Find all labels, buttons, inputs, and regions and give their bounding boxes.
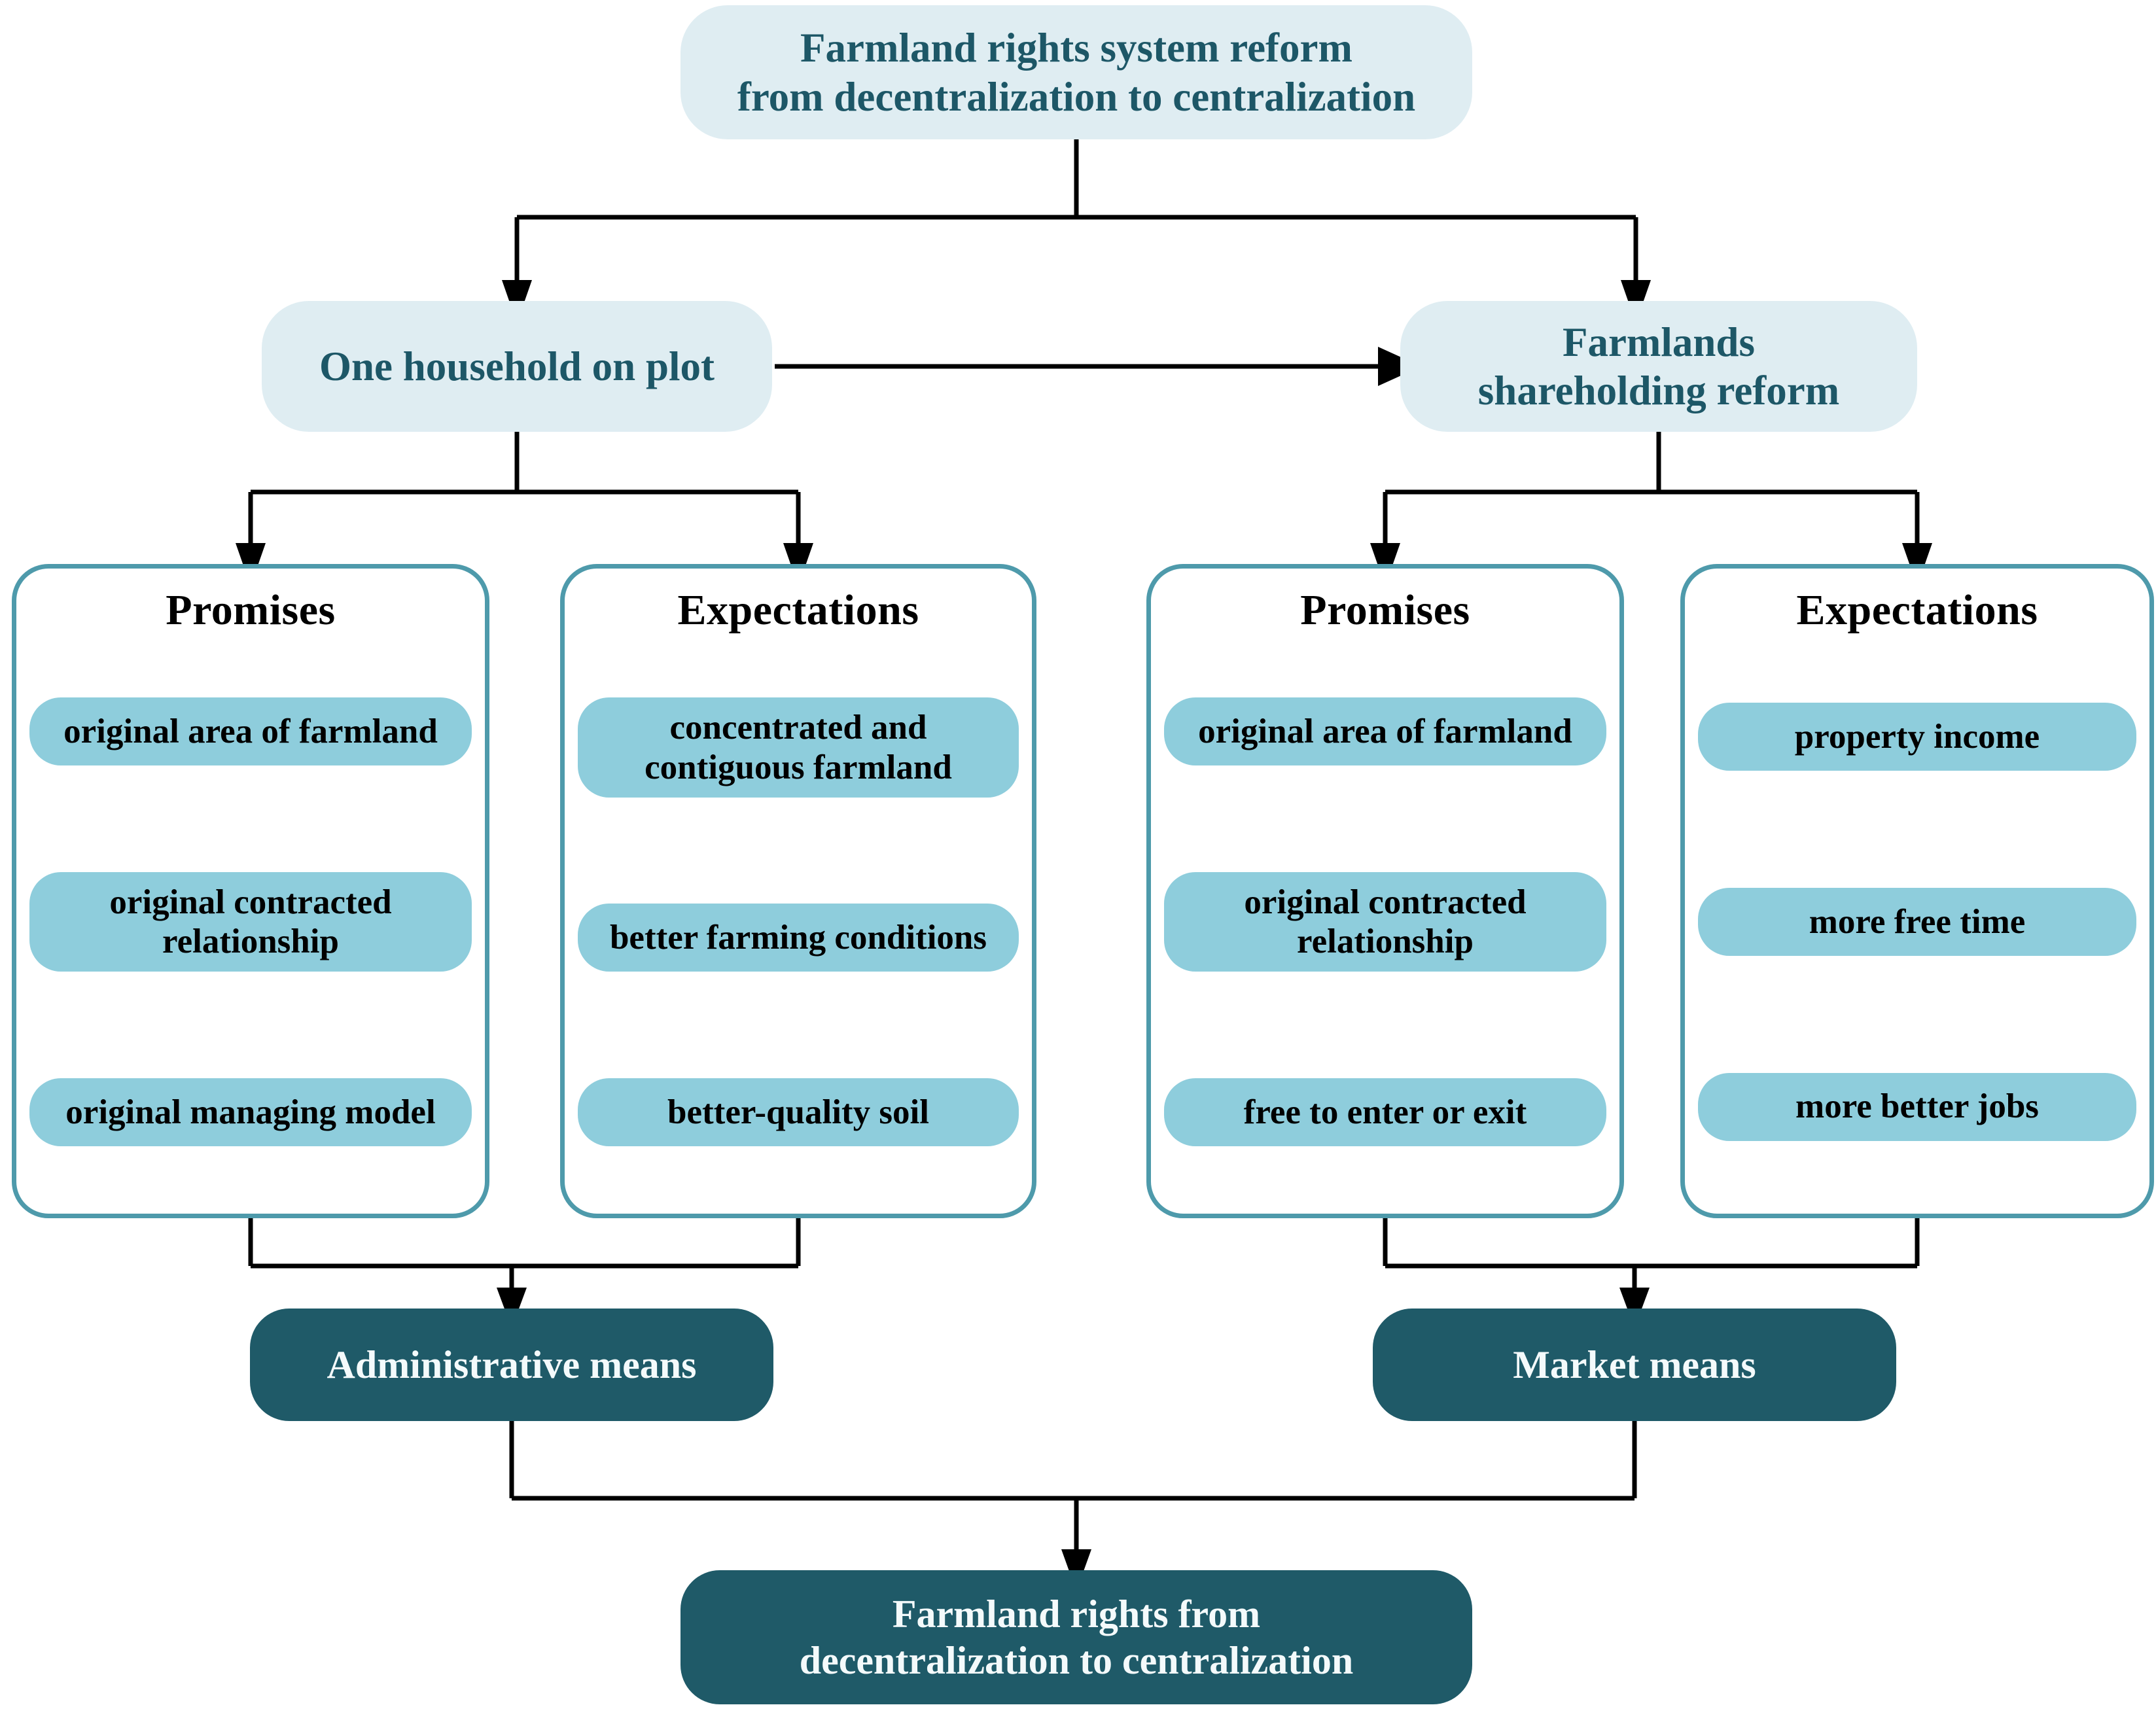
list-item[interactable]: original area of farmland	[1164, 697, 1606, 766]
panel-title: Promises	[166, 586, 336, 634]
panel-right-expectations[interactable]: Expectations property income more free t…	[1680, 564, 2154, 1218]
list-item[interactable]: original area of farmland	[29, 697, 472, 766]
node-root-line2: from decentralization to centralization	[737, 73, 1416, 120]
node-one-household-on-plot[interactable]: One household on plot	[262, 301, 772, 432]
node-final-line2: decentralization to centralization	[799, 1638, 1354, 1682]
list-item[interactable]: better-quality soil	[578, 1078, 1019, 1146]
panel-item-list: concentrated and contiguous farmland bet…	[565, 644, 1032, 1214]
list-item[interactable]: more free time	[1698, 887, 2136, 956]
node-final-farmland-rights-outcome[interactable]: Farmland rights from decentralization to…	[680, 1570, 1472, 1704]
node-market-label: Market means	[1513, 1343, 1756, 1386]
node-final-line1: Farmland rights from	[892, 1592, 1261, 1636]
panel-left-promises[interactable]: Promises original area of farmland origi…	[12, 564, 489, 1218]
node-root-farmland-rights-system-reform[interactable]: Farmland rights system reform from decen…	[680, 5, 1472, 139]
list-item[interactable]: property income	[1698, 703, 2136, 771]
panel-right-promises[interactable]: Promises original area of farmland origi…	[1146, 564, 1624, 1218]
panel-item-list: original area of farmland original contr…	[16, 644, 485, 1214]
panel-title: Expectations	[1796, 586, 2038, 634]
list-item[interactable]: original managing model	[29, 1078, 472, 1146]
panel-item-list: original area of farmland original contr…	[1151, 644, 1619, 1214]
list-item[interactable]: better farming conditions	[578, 904, 1019, 972]
node-household-label: One household on plot	[319, 343, 715, 389]
list-item[interactable]: free to enter or exit	[1164, 1078, 1606, 1146]
node-shareholding-line1: Farmlands	[1562, 319, 1755, 365]
node-root-line1: Farmland rights system reform	[800, 25, 1352, 71]
node-administrative-means[interactable]: Administrative means	[250, 1309, 773, 1421]
list-item[interactable]: original contracted relationship	[1164, 871, 1606, 972]
panel-title: Promises	[1300, 586, 1470, 634]
node-admin-label: Administrative means	[327, 1343, 697, 1386]
node-shareholding-line2: shareholding reform	[1477, 368, 1840, 413]
panel-item-list: property income more free time more bett…	[1685, 644, 2149, 1214]
list-item[interactable]: concentrated and contiguous farmland	[578, 697, 1019, 798]
panel-title: Expectations	[677, 586, 919, 634]
node-farmlands-shareholding-reform[interactable]: Farmlands shareholding reform	[1400, 301, 1917, 432]
panel-left-expectations[interactable]: Expectations concentrated and contiguous…	[560, 564, 1036, 1218]
list-item[interactable]: more better jobs	[1698, 1072, 2136, 1141]
list-item[interactable]: original contracted relationship	[29, 871, 472, 972]
node-market-means[interactable]: Market means	[1373, 1309, 1896, 1421]
